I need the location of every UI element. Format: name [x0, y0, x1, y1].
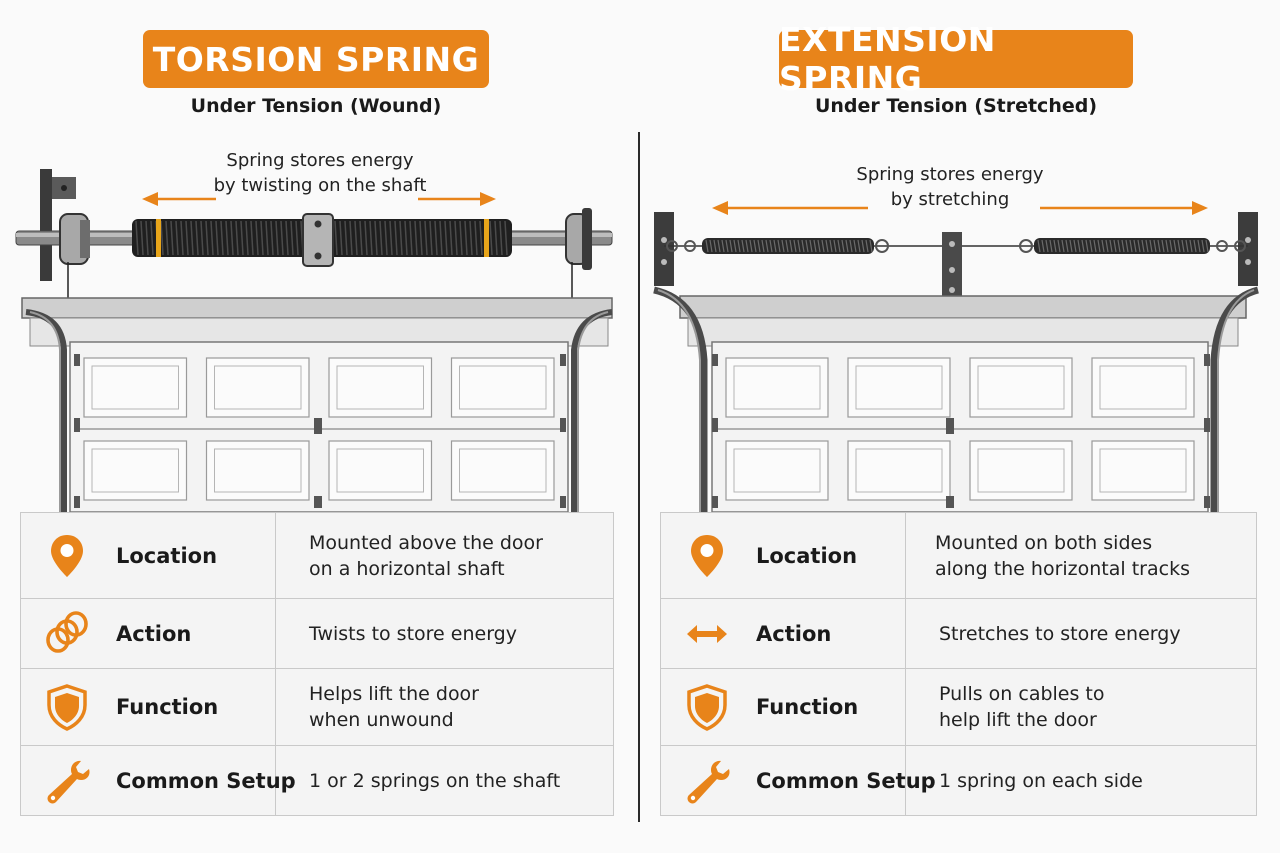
location-pin-icon: [43, 532, 91, 580]
row-desc-line2: when unwound: [309, 709, 454, 731]
shield-icon: [43, 683, 91, 731]
extension-arrow-right: [1040, 201, 1208, 215]
location-label-cell: Location: [20, 512, 276, 599]
action-label-cell: Action: [20, 598, 276, 669]
extension-caption-line2: by stretching: [890, 189, 1010, 210]
torsion-right-track: [571, 309, 613, 512]
function-label-cell: Function: [20, 668, 276, 746]
right-end-bracket: [582, 208, 592, 270]
left-end-bracket: [654, 212, 674, 286]
extension-subtitle: Under Tension (Stretched): [814, 95, 1098, 117]
panel-divider: [638, 132, 640, 822]
torsion-caption-line1: Spring stores energy: [226, 150, 414, 171]
torsion-left-track: [25, 309, 67, 512]
extension-right-track: [1210, 286, 1260, 512]
torsion-spring-right: [326, 219, 512, 257]
row-label: Function: [756, 695, 859, 719]
row-label: Common Setup: [116, 768, 296, 793]
torsion-arrow-right: [418, 192, 496, 206]
extension-left-track: [653, 286, 708, 512]
row-desc-line1: 1 or 2 springs on the shaft: [309, 769, 561, 792]
row-desc-line1: Pulls on cables to: [939, 683, 1105, 705]
double-arrow-icon: [683, 610, 731, 658]
shield-icon: [683, 683, 731, 731]
setup-desc-cell: 1 or 2 springs on the shaft: [275, 745, 614, 816]
table-row: Location Mounted above the door on a hor…: [20, 512, 614, 599]
table-row: Function Helps lift the door when unwoun…: [20, 668, 614, 746]
extension-arrow-left: [712, 201, 868, 215]
function-desc-cell: Helps lift the door when unwound: [275, 668, 614, 746]
extension-door: [711, 341, 1209, 513]
table-row: Location Mounted on both sides along the…: [660, 512, 1257, 599]
extension-caption-line1: Spring stores energy: [856, 164, 1044, 185]
row-desc-line2: help lift the door: [939, 709, 1097, 731]
row-label: Location: [756, 543, 858, 568]
torsion-diagram: [15, 169, 613, 513]
row-desc-line1: Twists to store energy: [309, 622, 517, 645]
extension-diagram: [653, 201, 1260, 513]
row-label: Action: [116, 621, 192, 646]
extension-door-header: [679, 295, 1247, 347]
extension-panel: EXTENSION SPRING Under Tension (Stretche…: [640, 0, 1280, 853]
function-label-cell: Function: [660, 668, 906, 746]
row-desc-line2: along the horizontal tracks: [935, 557, 1190, 580]
left-end-bracket: [40, 169, 52, 281]
row-label: Action: [756, 621, 832, 646]
wrench-icon: [43, 757, 91, 805]
torsion-caption: Spring stores energy by twisting on the …: [170, 148, 470, 198]
table-row: Action Twists to store energy: [20, 598, 614, 669]
row-desc-line1: Mounted above the door: [309, 531, 543, 554]
extension-info-table: Location Mounted on both sides along the…: [660, 512, 1257, 816]
action-desc-cell: Twists to store energy: [275, 598, 614, 669]
extension-spring-right: [1019, 238, 1210, 254]
row-label: Common Setup: [756, 768, 936, 793]
location-desc-cell: Mounted on both sides along the horizont…: [905, 512, 1257, 599]
extension-center-hanger: [942, 232, 962, 302]
row-label: Function: [116, 695, 219, 719]
location-pin-icon: [683, 532, 731, 580]
torsion-subtitle: Under Tension (Wound): [190, 95, 442, 117]
row-desc-line1: Stretches to store energy: [939, 622, 1181, 645]
spring-coil-icon: [43, 610, 91, 658]
torsion-caption-line2: by twisting on the shaft: [213, 175, 427, 196]
setup-desc-cell: 1 spring on each side: [905, 745, 1257, 816]
torsion-arrow-left: [142, 192, 216, 206]
row-desc-line1: Helps lift the door: [309, 683, 479, 705]
table-row: Common Setup 1 spring on each side: [660, 745, 1257, 816]
extension-spring-left: [702, 238, 889, 254]
torsion-spring-left: [132, 219, 308, 257]
table-row: Function Pulls on cables to help lift th…: [660, 668, 1257, 746]
row-desc-line1: Mounted on both sides: [935, 531, 1153, 554]
torsion-center-bracket: [302, 213, 334, 267]
action-desc-cell: Stretches to store energy: [905, 598, 1257, 669]
extension-hinges: [712, 354, 1210, 508]
action-label-cell: Action: [660, 598, 906, 669]
setup-label-cell: Common Setup: [20, 745, 296, 816]
extension-caption: Spring stores energy by stretching: [830, 162, 1070, 212]
location-desc-cell: Mounted above the door on a horizontal s…: [275, 512, 614, 599]
table-row: Common Setup 1 or 2 springs on the shaft: [20, 745, 614, 816]
location-label-cell: Location: [660, 512, 906, 599]
right-end-bracket: [1238, 212, 1258, 286]
wrench-icon: [683, 757, 731, 805]
row-desc-line1: 1 spring on each side: [939, 769, 1143, 792]
function-desc-cell: Pulls on cables to help lift the door: [905, 668, 1257, 746]
torsion-info-table: Location Mounted above the door on a hor…: [20, 512, 614, 816]
row-label: Location: [116, 543, 218, 568]
row-desc-line2: on a horizontal shaft: [309, 557, 505, 580]
setup-label-cell: Common Setup: [660, 745, 936, 816]
torsion-hinges: [74, 354, 566, 508]
torsion-door-header: [21, 297, 613, 347]
torsion-title: TORSION SPRING: [143, 30, 489, 88]
table-row: Action Stretches to store energy: [660, 598, 1257, 669]
torsion-panel: TORSION SPRING Under Tension (Wound) Spr…: [15, 30, 614, 816]
